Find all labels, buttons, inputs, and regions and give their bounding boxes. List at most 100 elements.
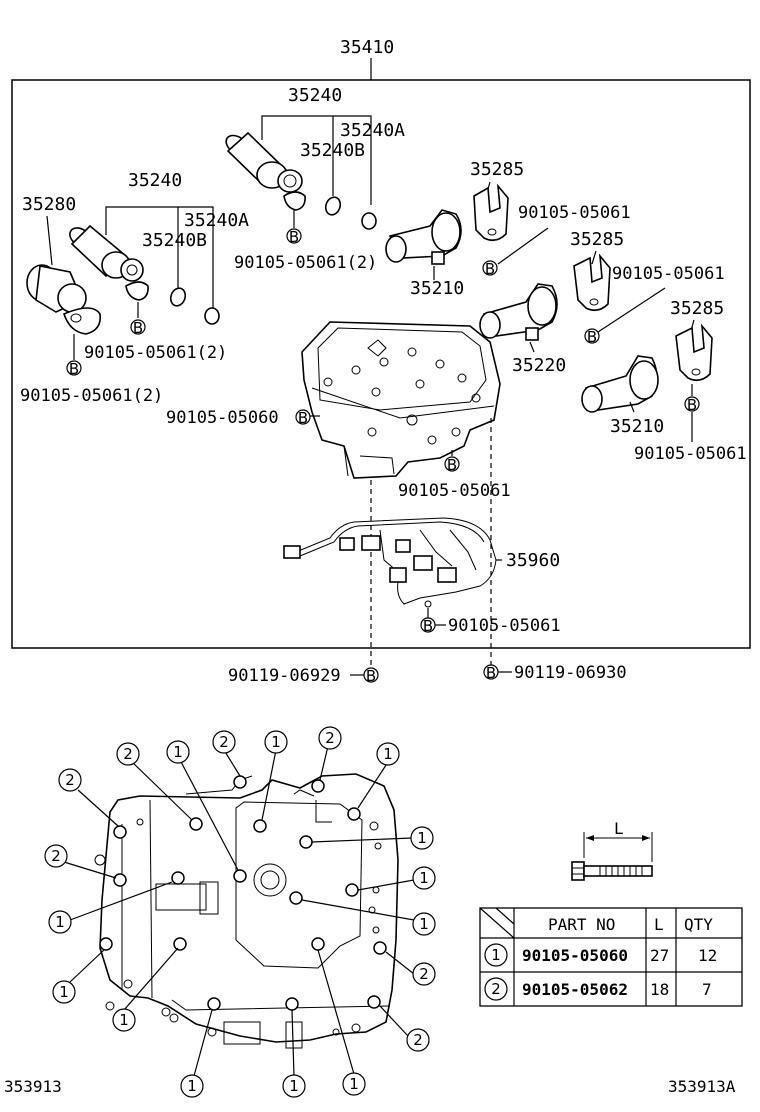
part-35240a-left: 35240A (184, 210, 249, 231)
svg-text:1: 1 (383, 745, 393, 763)
svg-text:2: 2 (419, 965, 429, 983)
solenoid-35220 (479, 283, 558, 341)
svg-text:2: 2 (51, 847, 61, 865)
svg-text:2: 2 (123, 745, 133, 763)
table-header-qty: QTY (684, 915, 713, 934)
bolt-marker-06930: B (483, 664, 499, 682)
callout-1-e: 1 (376, 742, 400, 766)
callout-2-d: 2 (212, 730, 236, 754)
callout-1-h: 1 (412, 912, 436, 936)
solenoid-35240-top (225, 131, 306, 211)
bolt-marker-285c: B (684, 396, 700, 414)
bracket-35285-a (473, 183, 509, 242)
svg-text:2: 2 (325, 729, 335, 747)
svg-text:1: 1 (187, 1077, 197, 1095)
part-35210-a: 35210 (410, 278, 464, 299)
bolt-marker-left: B (130, 319, 146, 337)
bolt-label-06930: 90119-06930 (514, 663, 627, 683)
svg-text:2: 2 (65, 771, 75, 789)
svg-text:2: 2 (491, 980, 501, 998)
bolt-marker-body-left: B (295, 409, 311, 427)
solenoid-35210-a (385, 209, 462, 265)
part-35210-b: 35210 (610, 416, 664, 437)
svg-text:1: 1 (271, 733, 281, 751)
svg-text:1: 1 (491, 946, 501, 964)
callout-1-b: 1 (52, 980, 76, 1004)
bolt-label-harness: 90105-05061 (448, 616, 561, 636)
part-35960: 35960 (506, 550, 560, 571)
svg-text:2: 2 (219, 733, 229, 751)
table-row: 2 90105-05062 18 7 (484, 977, 712, 1001)
bolt-length-illustration: L (571, 819, 653, 881)
callout-2-g: 2 (406, 1028, 430, 1052)
table-cell-part-no: 90105-05062 (522, 980, 628, 999)
o-ring-left-b (204, 307, 220, 325)
svg-text:B: B (485, 260, 495, 278)
svg-text:B: B (133, 319, 143, 337)
assembly-number: 35410 (340, 37, 394, 58)
o-ring-top-b (361, 212, 377, 230)
wire-harness-35960 (283, 517, 497, 608)
callout-1-c: 1 (166, 740, 190, 764)
plan-bolt-holes (99, 775, 387, 1011)
part-35220: 35220 (512, 355, 566, 376)
svg-text:B: B (298, 409, 308, 427)
o-ring-top-a (324, 196, 342, 216)
svg-text:1: 1 (419, 915, 429, 933)
bolt-label-0560: 90105-05060 (166, 408, 279, 428)
callout-1-f: 1 (410, 826, 434, 850)
bolt-label-285b: 90105-05061 (612, 264, 725, 284)
part-35240a-top: 35240A (340, 120, 405, 141)
svg-text:1: 1 (55, 913, 65, 931)
part-35240b-left: 35240B (142, 230, 207, 251)
part-35285-c: 35285 (670, 298, 724, 319)
callout-2-f: 2 (412, 962, 436, 986)
svg-text:1: 1 (119, 1011, 129, 1029)
table-cell-qty: 12 (698, 946, 717, 965)
svg-text:B: B (687, 396, 697, 414)
bolt-label-06929: 90119-06929 (228, 666, 341, 686)
bolt-label-left: 90105-05061(2) (84, 343, 227, 363)
table-cell-l: 18 (650, 980, 669, 999)
bolt-spec-table: PART NO L QTY 1 90105-05060 27 12 2 9010… (479, 907, 743, 1007)
solenoid-35210-b (581, 355, 659, 413)
callout-2-b: 2 (44, 844, 68, 868)
svg-text:1: 1 (59, 983, 69, 1001)
bolt-label-285a: 90105-05061 (518, 203, 631, 223)
bolt-marker-body-right: B (444, 456, 460, 474)
callout-1-a: 1 (48, 910, 72, 934)
svg-text:B: B (486, 664, 496, 682)
table-cell-qty: 7 (702, 980, 712, 999)
svg-text:B: B (447, 456, 457, 474)
bolt-label-35280: 90105-05061(2) (20, 386, 163, 406)
valve-body (301, 321, 501, 479)
callout-1-d: 1 (264, 730, 288, 754)
bolt-label-body: 90105-05061 (398, 481, 511, 501)
part-35240-left: 35240 (128, 170, 182, 191)
solenoid-35240-left (69, 224, 149, 301)
bracket-35285-c (675, 323, 713, 382)
callout-1-i: 1 (112, 1008, 136, 1032)
svg-text:2: 2 (413, 1031, 423, 1049)
callout-1-g: 1 (412, 866, 436, 890)
part-35285-b: 35285 (570, 229, 624, 250)
svg-text:1: 1 (349, 1075, 359, 1093)
bolt-marker-harness: B (420, 617, 436, 635)
bolt-marker-06929: B (363, 667, 379, 685)
bolt-length-symbol: L (614, 819, 624, 838)
callout-2-a: 2 (58, 768, 82, 792)
table-cell-l: 27 (650, 946, 669, 965)
table-row: 1 90105-05060 27 12 (484, 943, 717, 967)
svg-text:B: B (423, 617, 433, 635)
part-35240-top: 35240 (288, 85, 342, 106)
svg-text:1: 1 (417, 829, 427, 847)
bolt-label-top: 90105-05061(2) (234, 253, 377, 273)
bracket-35285-b (573, 253, 611, 312)
table-header-part-no: PART NO (548, 915, 615, 934)
bolt-marker-top: B (286, 228, 302, 246)
o-ring-left-a (169, 287, 187, 307)
svg-text:B: B (366, 667, 376, 685)
callout-1-k: 1 (282, 1074, 306, 1098)
svg-text:1: 1 (289, 1077, 299, 1095)
